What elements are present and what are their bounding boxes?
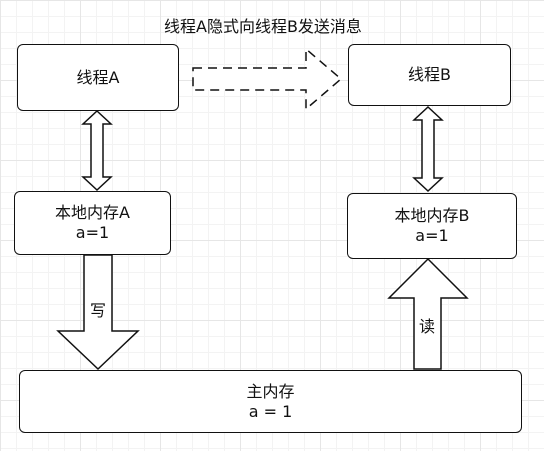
thread-a-label: 线程A <box>76 67 120 87</box>
main-memory-title: 主内存 <box>246 381 295 401</box>
implicit-message-arrow <box>192 47 343 111</box>
local-memory-b-value: a=1 <box>415 226 449 245</box>
local-memory-a-title: 本地内存A <box>55 203 130 222</box>
local-memory-b-box: 本地内存B a=1 <box>347 193 517 259</box>
thread-b-label: 线程B <box>408 65 451 84</box>
write-arrow <box>56 254 140 371</box>
main-memory-box: 主内存 a = 1 <box>19 370 522 433</box>
diagram-title: 线程A隐式向线程B发送消息 <box>164 17 362 36</box>
write-label: 写 <box>90 301 107 320</box>
read-arrow <box>387 257 469 370</box>
local-memory-b-title: 本地内存B <box>394 206 470 225</box>
thread-b-box: 线程B <box>348 44 511 106</box>
thread-b-local-b-double-arrow <box>412 105 444 193</box>
thread-a-box: 线程A <box>17 44 179 111</box>
thread-a-local-a-double-arrow <box>81 109 113 192</box>
local-memory-a-box: 本地内存A a=1 <box>14 191 171 255</box>
main-memory-value: a = 1 <box>248 401 293 421</box>
read-label: 读 <box>419 317 436 336</box>
local-memory-a-value: a=1 <box>75 223 110 242</box>
